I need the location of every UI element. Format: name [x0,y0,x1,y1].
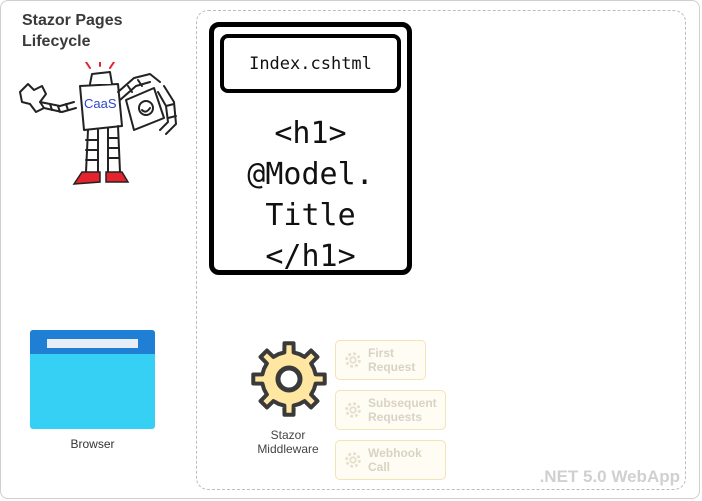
razor-page-card: Index.cshtml <h1> @Model. Title </h1> [209,22,412,275]
code-line-1: <h1> [274,116,347,151]
robot-illustration: CaaS [19,62,177,185]
webapp-label: .NET 5.0 WebApp [539,467,680,486]
middleware-line-1: Stazor [270,428,306,442]
robot-badge: CaaS [84,96,117,111]
code-line-3: Title [265,198,356,233]
small-gear-icon [345,452,361,468]
title-line-1: Stazor Pages [22,12,123,29]
code-line-2: @Model. [247,157,374,192]
page-filename: Index.cshtml [220,34,401,93]
browser-label: Browser [70,437,115,451]
step-2-line-2: Requests [368,410,423,424]
small-gear-icon [345,402,361,418]
browser-window-icon [30,330,155,429]
code-line-4: </h1> [265,239,356,274]
step-1-line-1: First [368,346,395,360]
diagram-title: Stazor Pages Lifecycle [22,10,122,52]
page-code: <h1> @Model. Title </h1> [214,113,407,277]
webapp-container [196,10,686,490]
step-3-line-1: Webhook [368,446,422,460]
step-2-line-1: Subsequent [368,396,437,410]
middleware-line-2: Middleware [257,442,319,456]
step-1-line-2: Request [368,360,416,374]
step-3-line-2: Call [368,460,391,474]
small-gear-icon [345,352,361,368]
title-line-2: Lifecycle [22,33,91,50]
middleware-label: Stazor Middleware [238,428,338,456]
gear-icon [251,341,327,417]
